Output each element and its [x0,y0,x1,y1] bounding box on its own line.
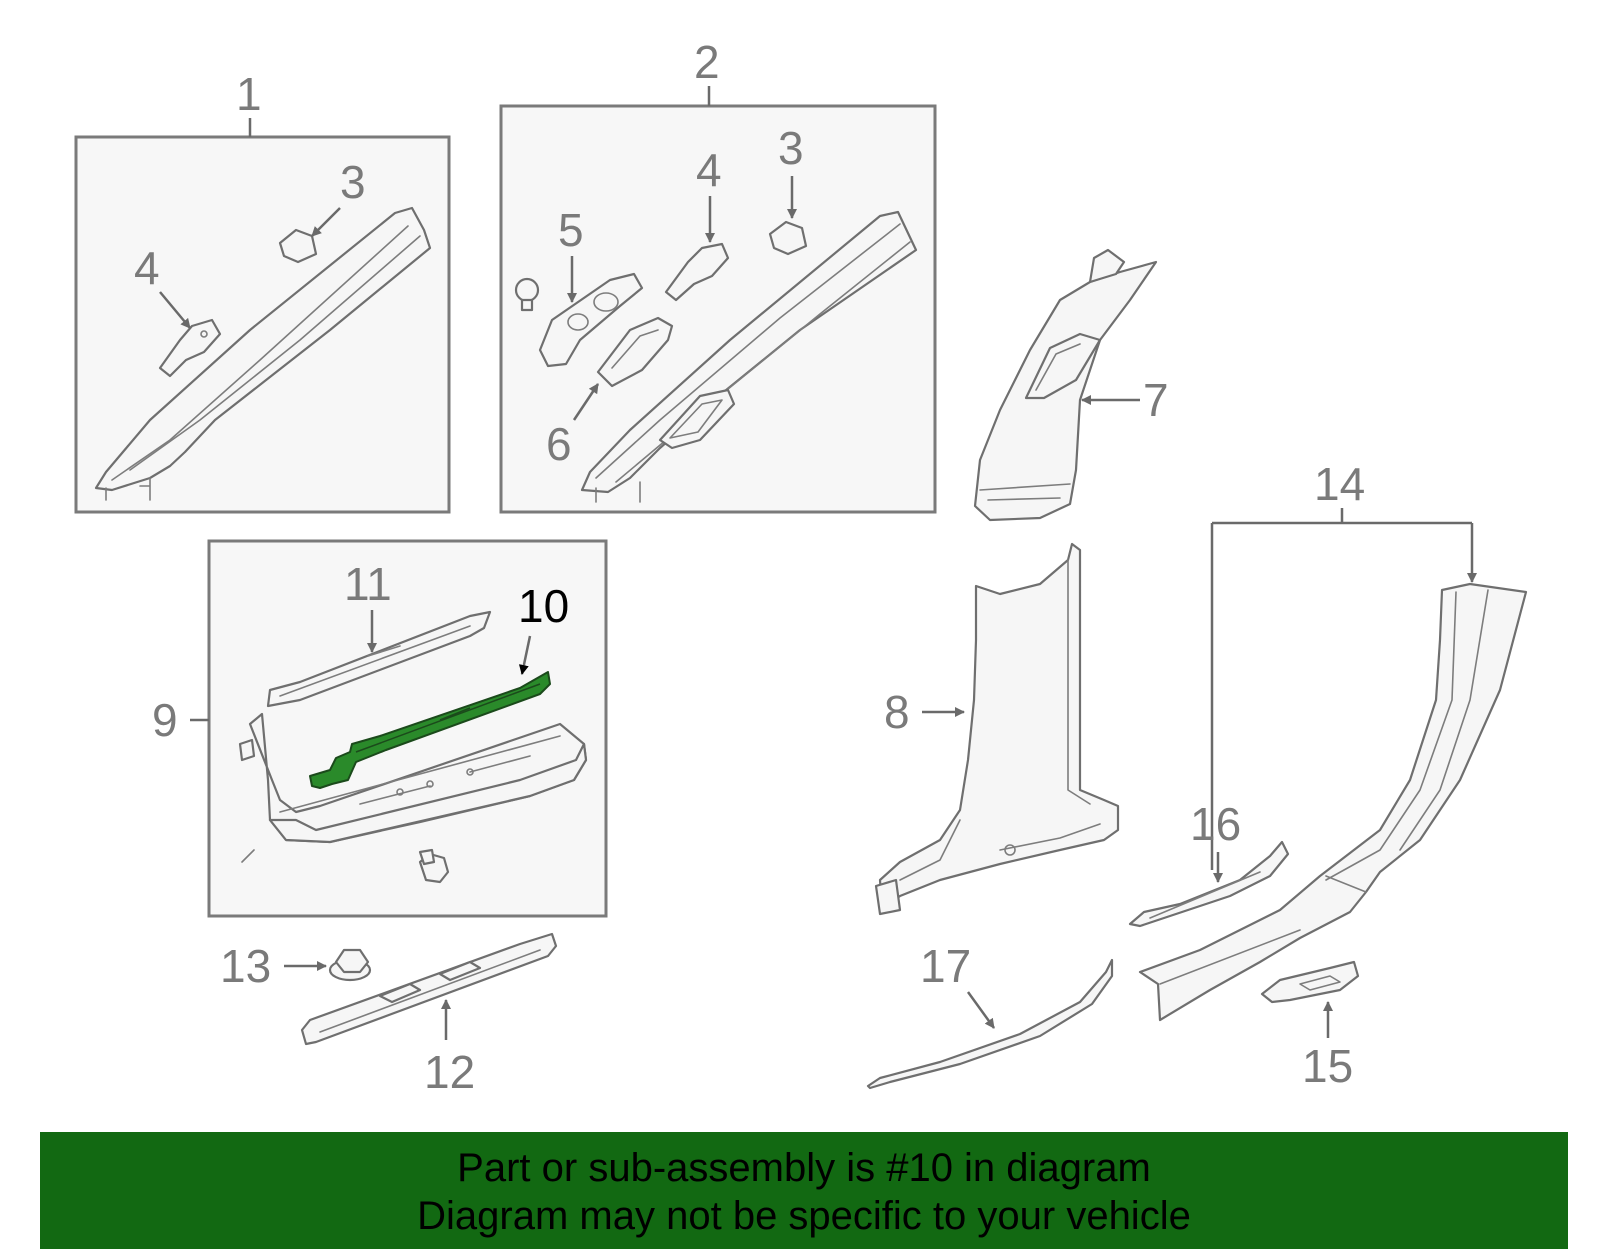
clip-3-part-a [278,228,318,264]
banner-line-1: Part or sub-assembly is #10 in diagram [457,1146,1151,1190]
leader-17 [966,991,996,1029]
clip-4-part-b [664,242,730,302]
sill-plate-12-part [300,932,558,1046]
callout-15: 15 [1302,1040,1353,1092]
tweeter-bracket-5-part [538,272,644,368]
bolt-5-part [514,277,540,312]
speaker-6-part [596,316,674,388]
callout-16: 16 [1190,798,1241,850]
callout-2: 2 [694,36,720,88]
callout-5: 5 [558,204,584,256]
scuff-plate-9-part [238,712,588,863]
callout-6: 6 [546,418,572,470]
callout-10: 10 [518,580,569,632]
callout-3a: 3 [340,156,366,208]
leader-3a [311,207,341,237]
info-banner: Part or sub-assembly is #10 in diagram D… [40,1132,1568,1249]
callout-14: 14 [1314,458,1365,510]
callout-9: 9 [152,694,178,746]
nut-13-part [328,948,372,982]
highlighted-part-10 [309,671,551,789]
callout-17: 17 [920,940,971,992]
callout-4b: 4 [696,144,722,196]
callout-4a: 4 [134,242,160,294]
leader-4a [159,291,191,329]
banner-line-2: Diagram may not be specific to your vehi… [417,1194,1191,1238]
sill-molding-11-part [266,610,492,708]
b-pillar-upper-trim-part [973,248,1158,522]
sill-molding-16-part [1128,840,1290,928]
b-pillar-lower-trim-part [874,542,1120,916]
callout-13: 13 [220,940,271,992]
leader-10 [518,635,532,675]
callout-8: 8 [884,686,910,738]
callout-12: 12 [424,1046,475,1098]
callout-3b: 3 [778,122,804,174]
weatherstrip-17-part [866,958,1114,1090]
clip-3-part-b [768,220,808,256]
bracket-15-part [1260,960,1360,1004]
callout-1: 1 [236,68,262,120]
leader-6 [572,383,600,421]
callout-11: 11 [344,558,392,610]
a-pillar-trim-speaker-part [580,210,918,503]
bolt-9-part [418,848,450,884]
callout-7: 7 [1143,374,1169,426]
rear-pillar-trim-14-part [1138,582,1528,1022]
clip-4-part-a [158,318,222,378]
a-pillar-trim-part [94,206,432,501]
